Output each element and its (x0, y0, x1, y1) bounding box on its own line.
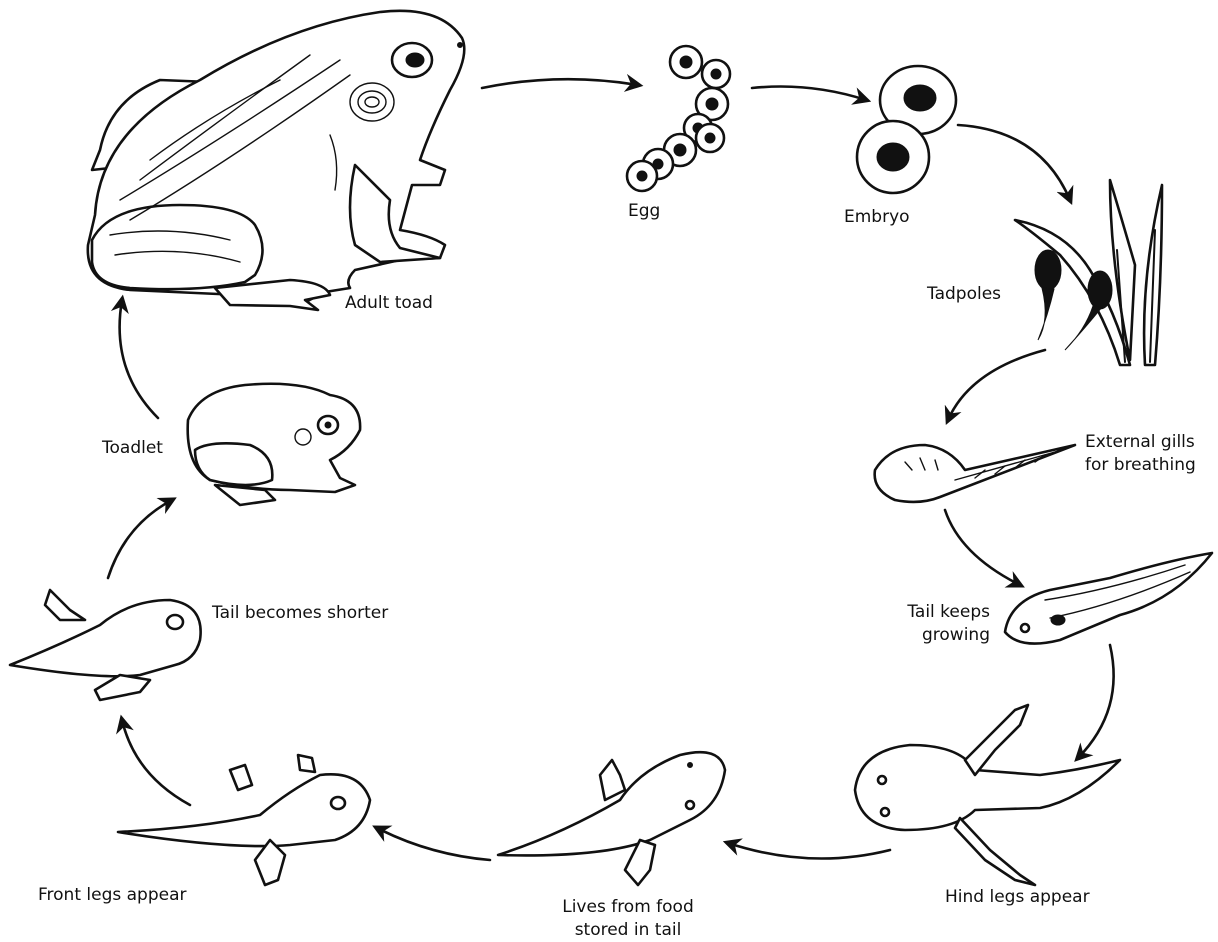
label-lives-from-food-line2: stored in tail (575, 920, 682, 940)
label-front-legs-appear: Front legs appear (38, 885, 187, 905)
arrow-frontlegs-to-shorter (122, 720, 190, 805)
tadpole-front-legs-illustration (118, 755, 370, 885)
label-toadlet: Toadlet (101, 438, 163, 458)
froglet-tail-shorter-illustration (10, 590, 201, 700)
label-tail-keeps-growing-line2: growing (922, 625, 990, 645)
label-hind-legs-appear: Hind legs appear (945, 887, 1090, 907)
arrow-egg-to-embryo (752, 87, 866, 101)
label-lives-from-food-line1: Lives from food (562, 897, 694, 917)
embryo-illustration (857, 66, 956, 193)
arrow-tadpoles-to-gills (948, 350, 1045, 420)
toadlet-illustration (188, 384, 360, 505)
label-egg: Egg (628, 201, 660, 221)
tadpole-tail-growing-illustration (1005, 553, 1212, 644)
label-external-gills-line2: for breathing (1085, 455, 1196, 475)
arrow-toadlet-to-adult (120, 300, 158, 418)
label-external-gills-line1: External gills (1085, 432, 1195, 452)
tadpole-external-gills-illustration (875, 445, 1075, 502)
egg-cluster-illustration (627, 46, 730, 191)
label-tail-keeps-growing-line1: Tail keeps (906, 602, 990, 622)
arrow-embryo-to-tadpoles (958, 125, 1070, 200)
arrow-gills-to-growing (945, 510, 1020, 585)
arrow-growing-to-hindlegs (1078, 645, 1114, 758)
tadpole-legs-food-illustration (498, 752, 725, 885)
arrow-food-to-frontlegs (377, 828, 490, 860)
tadpole-hind-legs-illustration (855, 705, 1120, 885)
label-embryo: Embryo (844, 207, 910, 227)
arrow-hindlegs-to-food (728, 843, 890, 859)
label-tail-becomes-shorter: Tail becomes shorter (211, 603, 388, 623)
arrow-adult-to-egg (482, 79, 638, 88)
arrow-shorter-to-toadlet (108, 500, 172, 578)
label-tadpoles: Tadpoles (926, 284, 1001, 304)
label-adult-toad: Adult toad (345, 293, 433, 313)
tadpoles-on-plant-illustration (1015, 180, 1162, 365)
adult-toad-illustration (88, 11, 464, 310)
